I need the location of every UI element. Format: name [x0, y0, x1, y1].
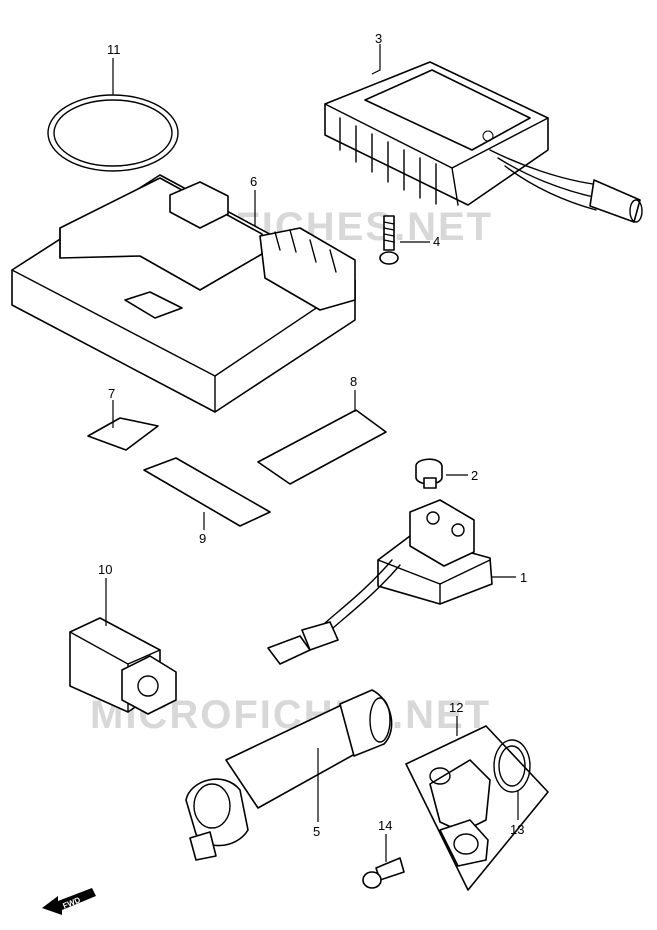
pad-part-9[interactable]: [143, 457, 271, 527]
callout-3: 3: [375, 31, 382, 46]
gasket-part-13[interactable]: [493, 739, 531, 793]
callout-5: 5: [313, 824, 320, 839]
ecm-unit-part[interactable]: [11, 174, 356, 413]
pad-part-7[interactable]: [87, 417, 159, 451]
fwd-arrow-icon: FWD: [42, 888, 96, 915]
callout-1: 1: [520, 570, 527, 585]
callout-8: 8: [350, 374, 357, 389]
bolt-part-4[interactable]: [379, 215, 399, 265]
pad-part-8[interactable]: [257, 409, 387, 485]
starter-relay-part[interactable]: [267, 499, 493, 665]
callout-11: 11: [107, 42, 121, 57]
cap-part-2[interactable]: [415, 458, 443, 489]
callout-4: 4: [433, 234, 440, 249]
callout-6: 6: [250, 174, 257, 189]
callout-9: 9: [199, 531, 206, 546]
callout-7: 7: [108, 386, 115, 401]
fwd-label: FWD: [61, 895, 81, 910]
regulator-part[interactable]: [324, 61, 643, 223]
connector-part-10[interactable]: [69, 617, 177, 715]
callout-10: 10: [98, 562, 112, 577]
bolt-part-14[interactable]: [362, 857, 405, 889]
callout-12: 12: [449, 700, 463, 715]
callout-14: 14: [378, 818, 392, 833]
o-ring-part[interactable]: [47, 94, 179, 172]
callout-2: 2: [471, 468, 478, 483]
sensor-part-5[interactable]: [185, 689, 393, 861]
sensor-kit-part-12[interactable]: [405, 725, 549, 891]
callout-13: 13: [510, 822, 524, 837]
